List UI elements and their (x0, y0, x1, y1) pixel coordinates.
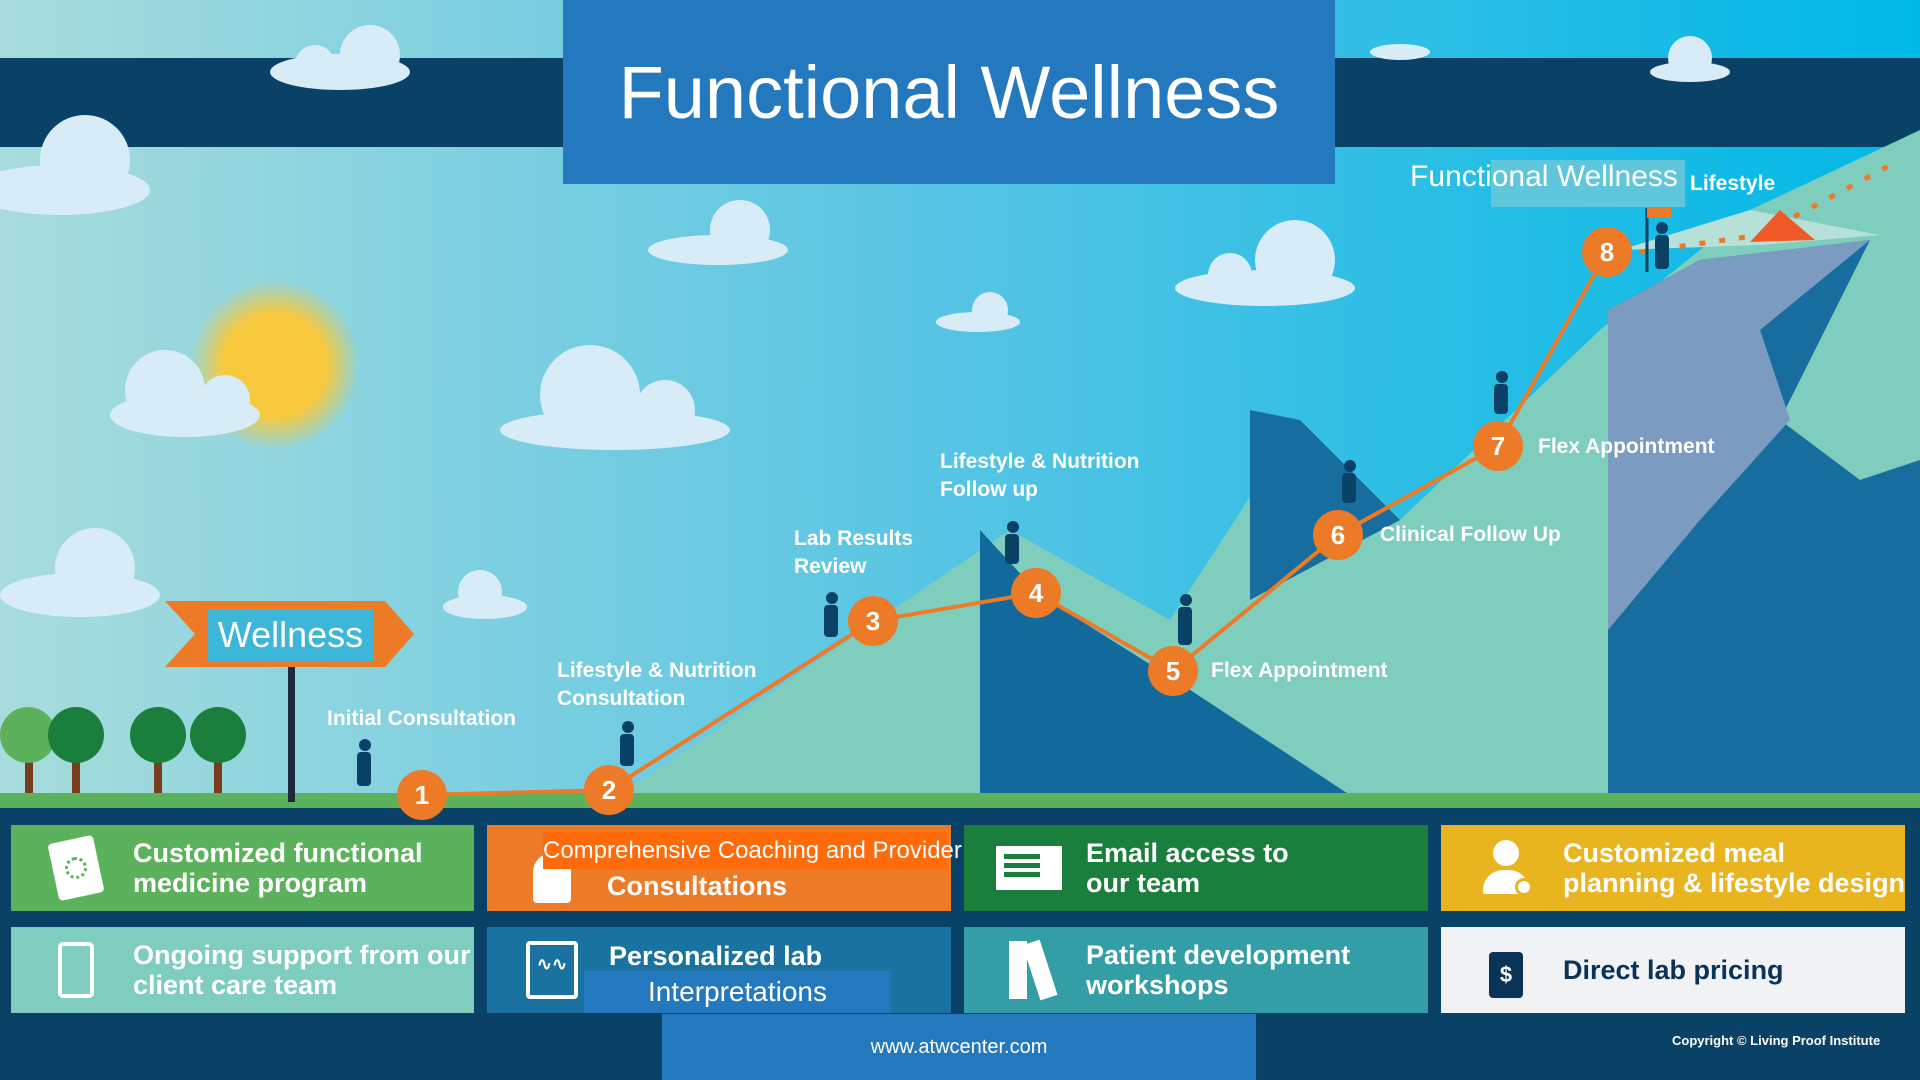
milestone-label-6: Clinical Follow Up (1380, 523, 1561, 546)
trees (0, 707, 246, 795)
interpretations-overlay: Interpretations (584, 971, 891, 1013)
copyright: Copyright © Living Proof Institute (1672, 1033, 1881, 1048)
milestone-label-1: Initial Consultation (327, 707, 516, 730)
tile-functional-program: Customized functional medicine program (11, 825, 474, 911)
hiker-icons (357, 222, 1669, 786)
tile-ongoing-support: Ongoing support from our client care tea… (11, 927, 474, 1013)
milestone-6: 6 (1313, 510, 1363, 560)
milestone-5: 5 (1148, 646, 1198, 696)
milestone-8: 8 (1582, 227, 1632, 277)
summit-suffix: Lifestyle (1690, 172, 1776, 195)
path-line (421, 251, 1609, 797)
milestone-3: 3 (848, 596, 898, 646)
milestone-4: 4 (1011, 568, 1061, 618)
milestone-label-7: Flex Appointment (1538, 435, 1715, 458)
wellness-sign-label: Wellness (208, 609, 373, 661)
tent-icon (1750, 210, 1815, 242)
milestone-1: 1 (397, 770, 447, 820)
milestone-label-2: Lifestyle & Nutrition Consultation (557, 659, 757, 710)
page-title: Functional Wellness (618, 50, 1280, 134)
signpost (288, 660, 295, 802)
milestone-label-4: Lifestyle & Nutrition Follow up (940, 450, 1140, 501)
tile-lab-pricing: $ Direct lab pricing (1441, 927, 1905, 1013)
clouds (0, 25, 1730, 619)
milestone-7: 7 (1473, 421, 1523, 471)
user-heart-icon (1471, 833, 1541, 903)
coaching-overlay: Comprehensive Coaching and Provider (543, 832, 962, 869)
milestone-2: 2 (584, 765, 634, 815)
tile-meal-planning: Customized meal planning & lifestyle des… (1441, 825, 1905, 911)
book-icon (41, 833, 111, 903)
website-link[interactable]: www.atwcenter.com (870, 1035, 1048, 1058)
monitor-icon: ∿∿ (517, 935, 587, 1005)
summit-label: Functional Wellness (1410, 160, 1678, 193)
phone-icon (41, 935, 111, 1005)
books-icon (994, 935, 1064, 1005)
milestone-label-5: Flex Appointment (1211, 659, 1388, 682)
price-bottle-icon: $ (1471, 935, 1541, 1005)
footer-url-box: www.atwcenter.com (662, 1014, 1256, 1080)
milestone-label-3: Lab Results Review (794, 527, 914, 578)
email-screen-icon (994, 833, 1064, 903)
tile-email: Email access to our team (964, 825, 1428, 911)
tile-workshops: Patient development workshops (964, 927, 1428, 1013)
title-banner: Functional Wellness (563, 0, 1335, 184)
